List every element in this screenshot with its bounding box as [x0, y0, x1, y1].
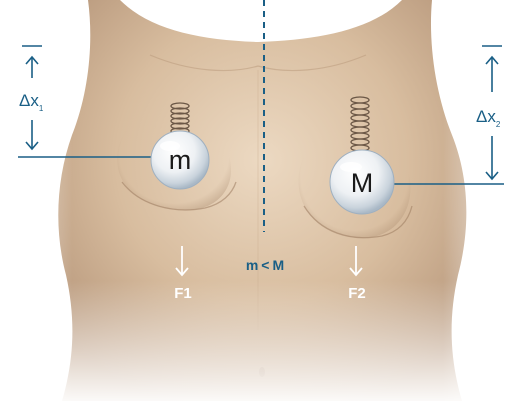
large-mass-ball: M: [330, 150, 394, 214]
large-mass-label: M: [351, 168, 374, 198]
right-force-label: F2: [348, 285, 366, 302]
left-force-label: F1: [174, 285, 192, 302]
small-mass-ball: m: [151, 131, 209, 189]
mass-comparison-label: m<M: [246, 257, 284, 273]
small-mass-label: m: [169, 145, 192, 175]
left-spring: [171, 103, 189, 134]
